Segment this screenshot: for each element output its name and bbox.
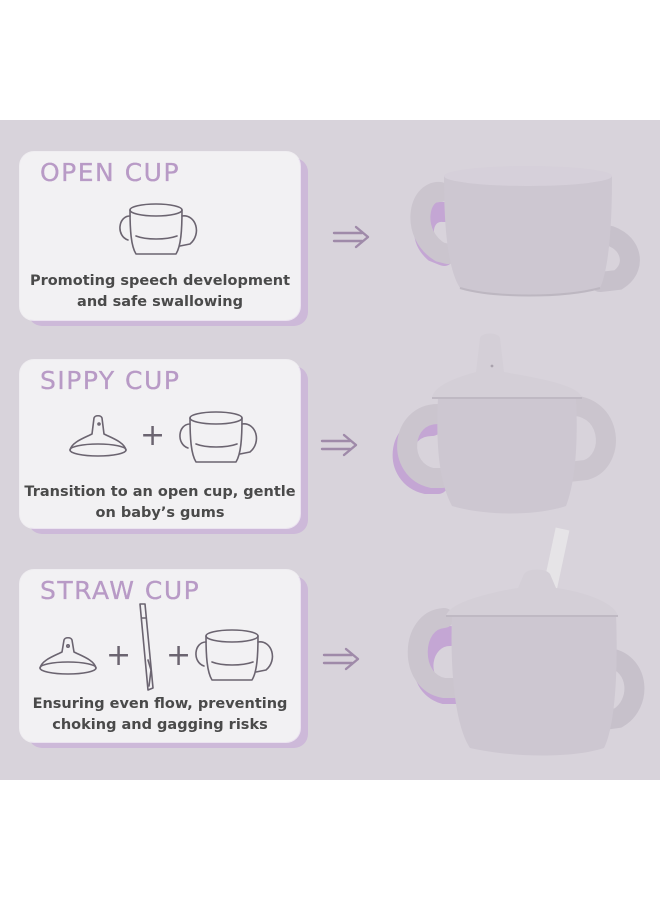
card-title: OPEN CUP	[40, 158, 181, 187]
plus-sign: +	[140, 418, 166, 453]
plus-sign: +	[106, 638, 132, 673]
open-cup-icon	[176, 408, 266, 472]
card-title: STRAW CUP	[40, 576, 201, 605]
right-arrow-icon	[322, 646, 362, 672]
card-sippy-cup: SIPPY CUP + T	[20, 360, 300, 528]
description-line: Promoting speech development	[29, 273, 291, 289]
description-line: and safe swallowing	[77, 294, 243, 310]
card-description: Ensuring even flow, preventing choking a…	[20, 694, 300, 736]
card-description: Promoting speech development and safe sw…	[20, 271, 300, 313]
open-cup-icon	[116, 200, 206, 264]
open-cup-product	[404, 156, 654, 306]
open-cup-icon	[192, 626, 282, 690]
sippy-cup-product	[386, 330, 636, 520]
right-arrow-icon	[320, 432, 360, 458]
card-straw-cup: STRAW CUP + +	[20, 570, 300, 742]
card-open-cup: OPEN CUP Promoting speech development an…	[20, 152, 300, 320]
plus-sign: +	[166, 638, 192, 673]
straw-lid-icon	[36, 630, 100, 678]
description-line: choking and gagging risks	[52, 717, 268, 733]
straw-icon	[132, 600, 162, 696]
straw-cup-product	[404, 524, 654, 764]
card-title: SIPPY CUP	[40, 366, 181, 395]
spout-lid-icon	[66, 412, 130, 460]
card-description: Transition to an open cup, gentle on bab…	[20, 482, 300, 524]
description-line: Transition to an open cup, gentle	[24, 484, 296, 500]
background-panel: OPEN CUP Promoting speech development an…	[0, 120, 660, 780]
right-arrow-icon	[332, 224, 372, 250]
description-line: Ensuring even flow, preventing	[32, 696, 288, 712]
description-line: on baby’s gums	[95, 505, 225, 521]
